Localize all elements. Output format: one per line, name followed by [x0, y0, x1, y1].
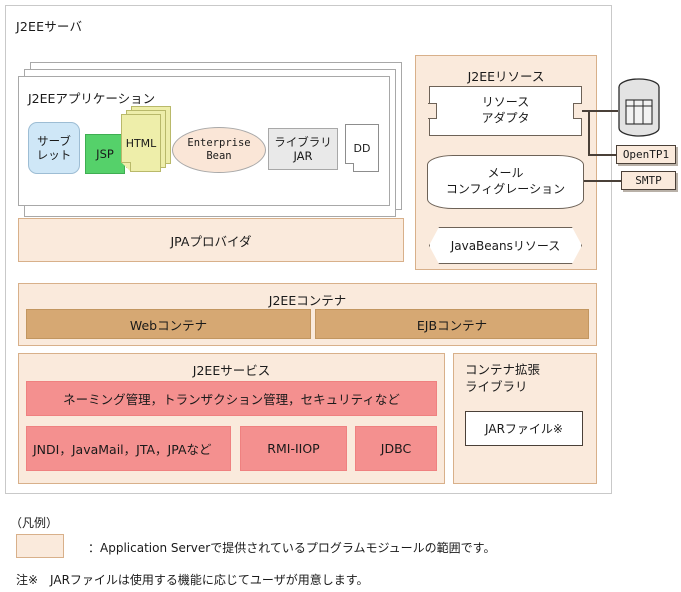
library-jar-module: ライブラリ JAR: [268, 128, 338, 170]
service-row1-label: ネーミング管理，トランザクション管理，セキュリティなど: [63, 392, 400, 407]
legend-color-swatch: [16, 534, 64, 558]
resource-adapter-label-line2: アダプタ: [481, 111, 530, 125]
service-cell-jndi-group: JNDI，JavaMail，JTA，JPAなど: [26, 426, 231, 471]
extension-library-title-line1: コンテナ拡張: [465, 362, 541, 377]
database-icon: [618, 78, 660, 137]
service-cell-naming-transaction-security: ネーミング管理，トランザクション管理，セキュリティなど: [26, 381, 437, 416]
j2ee-services-title: J2EEサービス: [192, 363, 271, 378]
servlet-label-line1: サーブ: [37, 133, 71, 148]
opentp1-external-system: OpenTP1: [616, 145, 676, 164]
j2ee-application-title: J2EEアプリケーション: [28, 91, 156, 106]
connector-mail-to-smtp: [584, 180, 622, 182]
jpa-provider-box: JPAプロバイダ: [18, 218, 404, 262]
connector-adapter-branch-vertical: [588, 110, 590, 155]
opentp1-label: OpenTP1: [622, 148, 670, 161]
j2ee-container-title: J2EEコンテナ: [268, 293, 347, 308]
servlet-module: サーブ レット: [28, 122, 80, 174]
legend-description: ：Application Serverで提供されているプログラムモジュールの範囲…: [88, 541, 496, 555]
mail-configuration-label-line1: メール: [487, 166, 524, 181]
enterprise-bean-label-line2: Bean: [206, 150, 232, 162]
web-container-label: Webコンテナ: [129, 317, 208, 333]
smtp-external-system: SMTP: [621, 171, 676, 190]
ejb-container-label: EJBコンテナ: [416, 317, 488, 333]
legend-heading: （凡例）: [10, 516, 59, 530]
extension-library-title-line2: ライブラリ: [465, 378, 528, 394]
service-jdbc-label: JDBC: [380, 441, 412, 456]
jar-file-label: JARファイル※: [485, 422, 563, 436]
footnote-text: 注※ JARファイルは使用する機能に応じてユーザが用意します。: [16, 573, 369, 587]
j2ee-resources-title: J2EEリソース: [467, 69, 545, 84]
service-rmi-label: RMI-IIOP: [267, 441, 320, 456]
connector-adapter-to-database: [582, 110, 618, 112]
library-jar-label-line2: JAR: [293, 149, 313, 163]
mail-configuration-box: メール コンフィグレーション: [427, 155, 584, 209]
j2ee-server-title: J2EEサーバ: [16, 19, 83, 34]
resource-adapter-notch-right: [573, 103, 582, 119]
mail-configuration-label-line2: コンフィグレーション: [445, 182, 566, 196]
resource-adapter-label-line1: リソース: [481, 95, 530, 110]
enterprise-bean-label-line1: Enterprise: [187, 137, 251, 150]
resource-adapter-box: リソース アダプタ: [429, 86, 582, 136]
javabeans-resource-box: JavaBeansリソース: [429, 227, 582, 264]
smtp-label: SMTP: [635, 174, 662, 187]
jsp-module: JSP: [85, 134, 125, 174]
jsp-label: JSP: [96, 147, 114, 161]
html-label: HTML: [125, 136, 157, 150]
javabeans-resource-label: JavaBeansリソース: [450, 239, 561, 253]
enterprise-bean-module: Enterprise Bean: [172, 127, 266, 173]
dd-document-fold-icon: [345, 163, 354, 172]
container-extension-library-title: コンテナ拡張 ライブラリ: [465, 362, 540, 396]
connector-adapter-to-opentp1: [588, 154, 618, 156]
service-cell-jdbc: JDBC: [355, 426, 437, 471]
web-container-cell: Webコンテナ: [26, 309, 311, 339]
servlet-label-line2: レット: [36, 148, 72, 162]
dd-label: DD: [353, 141, 371, 155]
service-jndi-label: JNDI，JavaMail，JTA，JPAなど: [33, 442, 212, 457]
dd-document-module: DD: [345, 124, 379, 172]
ejb-container-cell: EJBコンテナ: [315, 309, 589, 339]
service-cell-rmi-iiop: RMI-IIOP: [240, 426, 347, 471]
library-jar-label-line1: ライブラリ: [274, 134, 332, 149]
jar-file-box: JARファイル※: [465, 411, 583, 446]
html-document-fold-icon: [121, 162, 131, 172]
jpa-provider-label: JPAプロバイダ: [170, 233, 252, 249]
resource-adapter-notch-left: [428, 103, 437, 119]
